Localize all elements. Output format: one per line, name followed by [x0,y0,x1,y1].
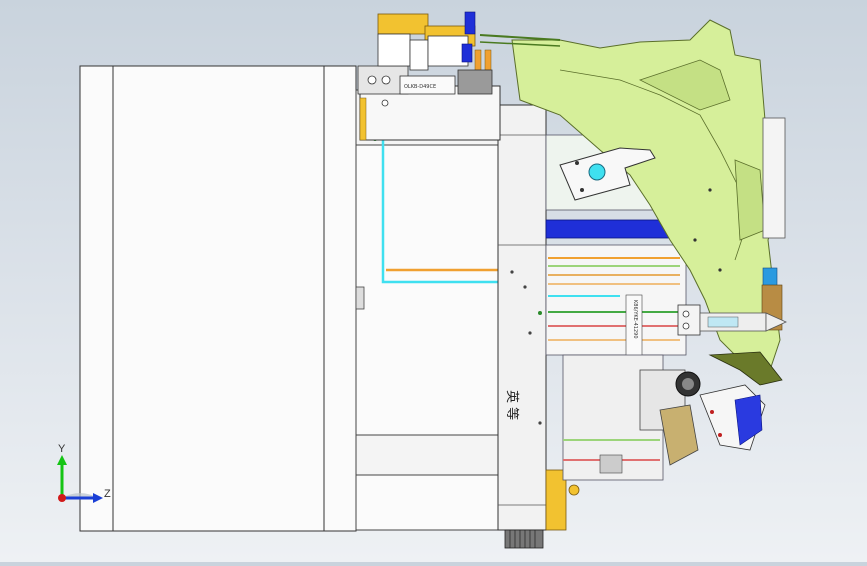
axis-y-label: Y [58,443,66,455]
top-manifold-block[interactable]: OLKB-D49CE [357,11,561,141]
lower-lifter-assembly[interactable] [639,351,783,466]
side-core-pin[interactable] [677,304,787,336]
center-plate[interactable]: 英 等 [497,104,580,549]
left-mold-plate[interactable] [79,65,357,532]
middle-plate-stack[interactable] [355,89,499,531]
top-block-label: OLKB-D49CE [404,84,436,90]
green-casting-part[interactable] [511,19,786,371]
side-characters: 英 等 [504,390,520,420]
coordinate-triad: Y Z [57,443,111,503]
vertical-part-label: K86/YKE-41290 [632,300,638,339]
axis-z-label: Z [104,488,111,500]
slide-clamp[interactable] [559,147,656,201]
